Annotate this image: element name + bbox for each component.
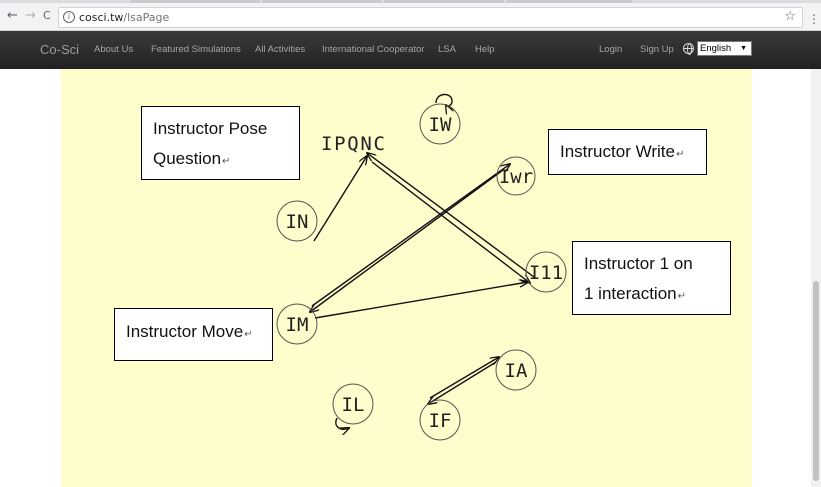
annotation-instructor-pose-question: Instructor Pose Question↵ bbox=[141, 106, 300, 180]
back-arrow-icon[interactable]: ← bbox=[7, 8, 18, 23]
node-i11: I11 bbox=[525, 251, 567, 293]
node-label: IN bbox=[286, 211, 309, 233]
node-circle bbox=[495, 349, 537, 391]
node-ipqnc: IPQNC bbox=[321, 133, 385, 155]
brand-logo[interactable]: Co-Sci bbox=[40, 42, 80, 57]
nav-link-featured-simulations[interactable]: Featured Simulations bbox=[151, 44, 241, 55]
edges-layer bbox=[310, 93, 535, 429]
login-link[interactable]: Login bbox=[599, 44, 623, 55]
nav-link-international-cooperator[interactable]: International Cooperator bbox=[322, 44, 425, 55]
annotation-line: Instructor Move↵ bbox=[126, 322, 253, 341]
scrollbar-thumb[interactable] bbox=[813, 281, 819, 481]
node-circle bbox=[276, 303, 318, 345]
node-circle bbox=[419, 399, 461, 441]
site-navbar: Co-Sci About Us Featured Simulations All… bbox=[0, 31, 821, 69]
node-label: I11 bbox=[529, 262, 563, 284]
nav-link-help[interactable]: Help bbox=[475, 44, 495, 55]
self-loop-il bbox=[335, 417, 349, 429]
annotation-instructor-write: Instructor Write↵ bbox=[548, 129, 707, 175]
edge-in-to-ipqnc bbox=[313, 156, 367, 242]
annotation-line: 1 interaction↵ bbox=[584, 284, 687, 303]
browser-tab[interactable] bbox=[262, 0, 382, 3]
node-if: IF bbox=[419, 399, 461, 441]
node-im: IM bbox=[276, 303, 318, 345]
globe-icon bbox=[683, 43, 694, 55]
node-circle bbox=[419, 103, 461, 145]
nav-link-lsa[interactable]: LSA bbox=[438, 44, 456, 55]
address-bar[interactable]: i cosci.tw/lsaPage ☆ bbox=[58, 7, 803, 28]
browser-toolbar: ← → C i cosci.tw/lsaPage ☆ ⋮ bbox=[0, 3, 821, 31]
annotation-line: Instructor Pose bbox=[153, 119, 268, 138]
forward-arrow-icon[interactable]: → bbox=[25, 8, 36, 23]
browser-tab[interactable] bbox=[506, 0, 632, 3]
dropdown-caret-icon: ▼ bbox=[740, 45, 747, 52]
reload-icon[interactable]: C bbox=[43, 9, 51, 22]
node-iw: IW bbox=[419, 103, 461, 145]
url-path: /lsaPage bbox=[123, 11, 170, 24]
node-label: IF bbox=[429, 410, 452, 432]
edge-im-to-iwr bbox=[311, 164, 510, 307]
annotation-line: Question↵ bbox=[153, 149, 231, 168]
annotation-line: Instructor Write↵ bbox=[560, 142, 685, 161]
site-info-icon[interactable]: i bbox=[63, 11, 75, 23]
browser-menu-icon[interactable]: ⋮ bbox=[808, 12, 820, 26]
browser-tab[interactable] bbox=[384, 0, 504, 3]
node-circle bbox=[496, 156, 536, 196]
nav-link-all-activities[interactable]: All Activities bbox=[255, 44, 306, 55]
annotation-line: Instructor 1 on bbox=[584, 254, 693, 273]
edge-i11-to-ipqnc bbox=[367, 153, 535, 278]
edge-im-to-i11 bbox=[314, 282, 528, 319]
url-text[interactable]: cosci.tw/lsaPage bbox=[79, 11, 169, 24]
node-label: IPQNC bbox=[321, 133, 385, 155]
node-circle bbox=[525, 251, 567, 293]
browser-tab[interactable] bbox=[130, 0, 260, 3]
bookmark-star-icon[interactable]: ☆ bbox=[784, 9, 796, 24]
node-label: IL bbox=[342, 394, 365, 416]
edge-if-to-ia bbox=[429, 357, 499, 399]
edge-iwr-to-im bbox=[310, 169, 504, 312]
node-ia: IA bbox=[495, 349, 537, 391]
node-label: IA bbox=[505, 360, 528, 382]
edge-ipqnc-to-i11 bbox=[371, 161, 530, 283]
node-circle bbox=[276, 200, 318, 242]
node-label: Iwr bbox=[499, 166, 533, 188]
node-circle bbox=[332, 383, 374, 425]
url-host: cosci.tw bbox=[79, 11, 124, 24]
node-il: IL bbox=[332, 383, 374, 425]
node-iwr: Iwr bbox=[496, 156, 536, 196]
signup-link[interactable]: Sign Up bbox=[640, 44, 674, 55]
node-in: IN bbox=[276, 200, 318, 242]
nav-link-about-us[interactable]: About Us bbox=[94, 44, 134, 55]
node-label: IM bbox=[286, 314, 309, 336]
language-select[interactable]: English ▼ bbox=[697, 41, 752, 56]
annotation-instructor-1-on-1: Instructor 1 on 1 interaction↵ bbox=[572, 241, 731, 315]
annotation-instructor-move: Instructor Move↵ bbox=[114, 308, 273, 361]
node-label: IW bbox=[429, 114, 452, 136]
page-scrollbar[interactable] bbox=[811, 69, 821, 487]
edge-ia-to-if bbox=[428, 361, 497, 404]
language-select-value: English bbox=[700, 43, 732, 54]
